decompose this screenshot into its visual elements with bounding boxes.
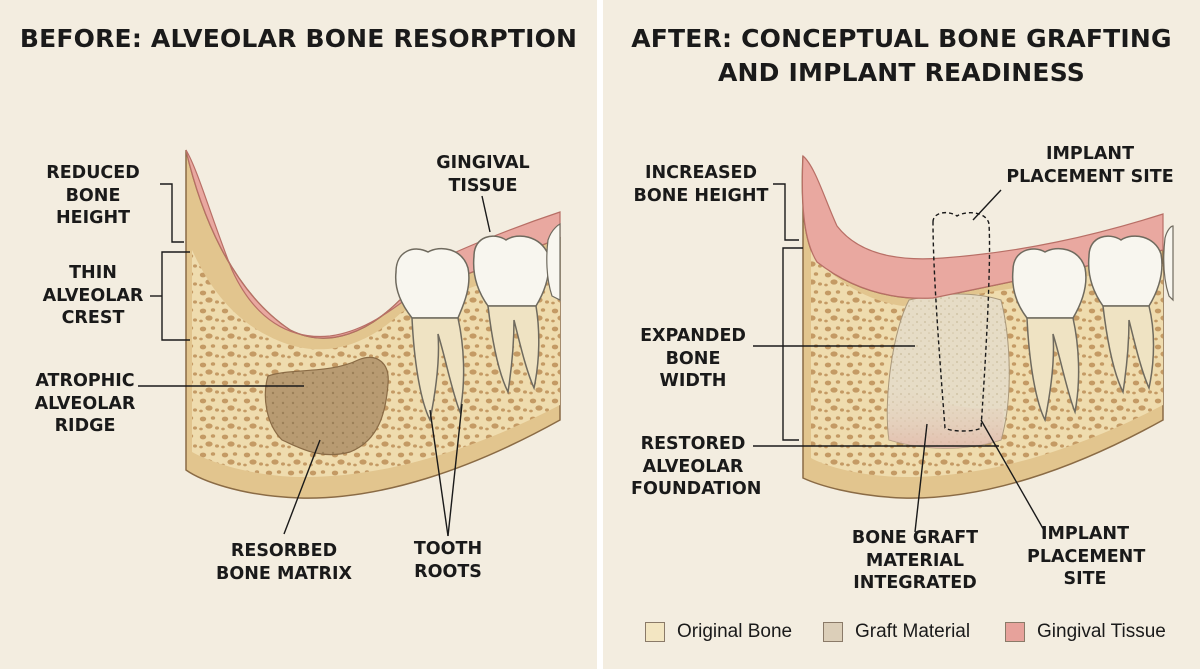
roots-leader-b — [447, 403, 463, 537]
label-bone-graft-material-integrated: BONE GRAFT MATERIAL INTEGRATED — [851, 528, 979, 593]
gingival-leader — [481, 195, 491, 233]
label-expanded-bone-width: EXPANDED BONE WIDTH — [640, 326, 746, 391]
label-implant-placement-site-top: IMPLANT PLACEMENT SITE — [1006, 144, 1174, 187]
label-atrophic-alveolar-ridge: ATROPHIC ALVEOLAR RIDGE — [34, 371, 136, 436]
increased-height-bracket — [773, 183, 799, 241]
foundation-bracket — [782, 247, 803, 441]
legend-label: Graft Material — [855, 621, 971, 642]
before-title: BEFORE: ALVEOLAR BONE RESORPTION — [19, 24, 578, 53]
tooth-root-1 — [411, 317, 465, 423]
after-panel: AFTER: CONCEPTUAL BONE GRAFTING AND IMPL… — [603, 0, 1200, 669]
resorbed-leader — [283, 439, 321, 535]
graft-integration-blend — [888, 380, 1004, 449]
label-increased-bone-height: INCREASED BONE HEIGHT — [633, 163, 769, 206]
tooth-crown-3 — [546, 223, 561, 301]
legend-swatch-original-bone — [645, 622, 665, 642]
tooth-crown-b — [1087, 235, 1163, 307]
legend-label: Original Bone — [677, 621, 793, 642]
graft-leader — [914, 423, 928, 533]
label-thin-alveolar-crest: THIN ALVEOLAR CREST — [42, 263, 144, 328]
after-title: AFTER: CONCEPTUAL BONE GRAFTING AND IMPL… — [631, 24, 1172, 87]
tooth-crown-c — [1163, 225, 1174, 302]
legend-label: Gingival Tissue — [1037, 621, 1166, 642]
legend: Original Bone Graft Material Gingival Ti… — [603, 616, 1200, 648]
tooth-root-a — [1026, 317, 1080, 423]
tooth-crown-a — [1011, 247, 1087, 319]
label-tooth-roots: TOOTH ROOTS — [413, 539, 483, 582]
implant-outline — [932, 211, 991, 432]
label-gingival-tissue: GINGIVAL TISSUE — [436, 153, 530, 196]
roots-leader-a — [429, 409, 449, 537]
legend-swatch-graft-material — [823, 622, 843, 642]
resorbed-bone-area — [264, 356, 389, 456]
tooth-crown-1 — [394, 247, 470, 319]
after-jaw-illustration — [753, 154, 1174, 533]
label-restored-alveolar-foundation: RESTORED ALVEOLAR FOUNDATION — [631, 434, 762, 499]
implant-top-leader — [972, 189, 1002, 221]
label-implant-placement-site-bottom: IMPLANT PLACEMENT SITE — [1027, 524, 1146, 589]
tooth-root-2 — [487, 305, 540, 395]
before-panel: BEFORE: ALVEOLAR BONE RESORPTION — [0, 0, 597, 669]
label-reduced-bone-height: REDUCED BONE HEIGHT — [46, 163, 140, 228]
implant-bottom-leader — [980, 419, 1046, 533]
reduced-height-bracket — [160, 183, 184, 243]
legend-swatch-gingival-tissue — [1005, 622, 1025, 642]
tooth-crown-2 — [472, 235, 550, 307]
tooth-root-b — [1102, 305, 1155, 395]
label-resorbed-bone-matrix: RESORBED BONE MATRIX — [216, 541, 352, 584]
before-jaw-illustration — [138, 149, 561, 537]
